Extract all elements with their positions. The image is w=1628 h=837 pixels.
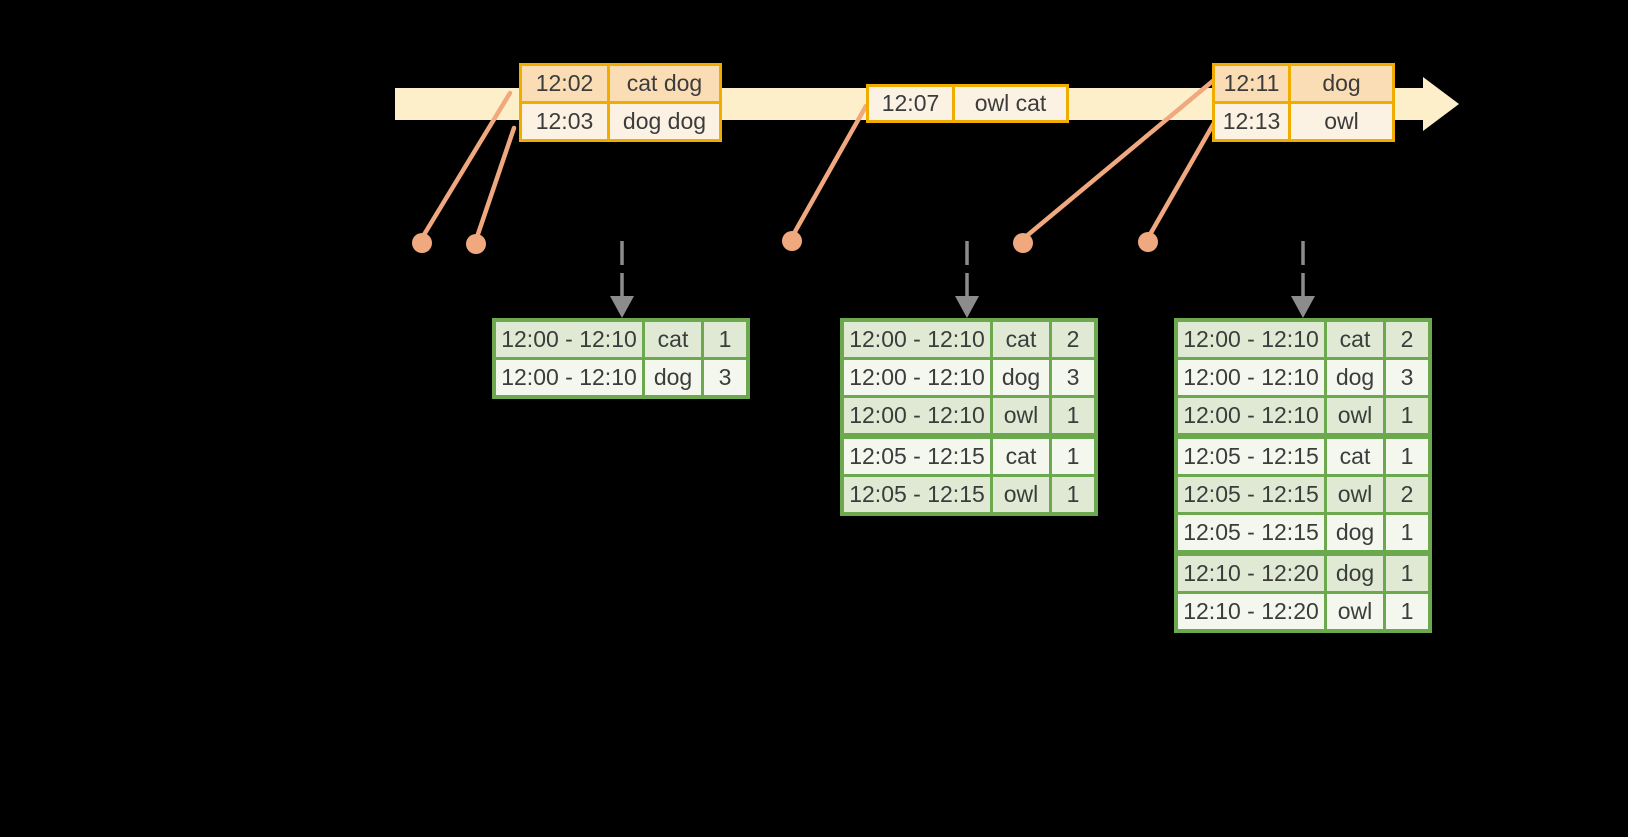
count-cell: 3 [1386,360,1428,395]
event-row: 12:11 dog [1215,66,1392,101]
table-row: 12:00 - 12:10 cat 1 [496,322,746,357]
count-cell: 1 [1052,398,1094,433]
count-cell: 1 [1386,515,1428,550]
trigger-arrowhead-icon [1291,296,1315,318]
event-connector-line [1145,120,1217,241]
table-row: 12:00 - 12:10 dog 3 [1178,360,1428,395]
word-cell: owl [993,477,1049,512]
event-dot [1138,232,1158,252]
count-cell: 1 [704,322,746,357]
event-words-cell: owl cat [955,87,1066,120]
window-cell: 12:00 - 12:10 [1178,398,1324,433]
trigger-arrowhead-icon [955,296,979,318]
word-cell: cat [993,439,1049,474]
table-row: 12:00 - 12:10 owl 1 [1178,398,1428,433]
word-cell: cat [1327,439,1383,474]
result-table-1: 12:00 - 12:10 cat 1 12:00 - 12:10 dog 3 [492,318,750,399]
event-connector-line [473,125,517,243]
table-row: 12:05 - 12:15 cat 1 [844,439,1094,474]
table-row: 12:10 - 12:20 dog 1 [1178,556,1428,591]
event-time-cell: 12:13 [1215,104,1288,139]
event-row: 12:03 dog dog [522,104,719,139]
count-cell: 2 [1052,322,1094,357]
window-cell: 12:00 - 12:10 [496,360,642,395]
window-cell: 12:00 - 12:10 [844,398,990,433]
event-time-cell: 12:02 [522,66,607,101]
window-cell: 12:10 - 12:20 [1178,594,1324,629]
event-time-cell: 12:03 [522,104,607,139]
event-box-3: 12:11 dog 12:13 owl [1212,63,1395,142]
word-cell: cat [1327,322,1383,357]
event-dot [412,233,432,253]
count-cell: 1 [1052,477,1094,512]
table-row: 12:05 - 12:15 dog 1 [1178,515,1428,550]
window-cell: 12:05 - 12:15 [1178,439,1324,474]
table-row: 12:05 - 12:15 owl 1 [844,477,1094,512]
event-row: 12:02 cat dog [522,66,719,101]
word-cell: dog [1327,556,1383,591]
event-row: 12:13 owl [1215,104,1392,139]
event-time-cell: 12:07 [869,87,952,120]
timeline-arrowhead-icon [1423,77,1459,131]
window-cell: 12:05 - 12:15 [1178,515,1324,550]
window-cell: 12:00 - 12:10 [844,322,990,357]
result-table-3: 12:00 - 12:10 cat 2 12:00 - 12:10 dog 3 … [1174,318,1432,633]
word-cell: dog [1327,515,1383,550]
trigger-arrowhead-icon [610,296,634,318]
table-row: 12:05 - 12:15 owl 2 [1178,477,1428,512]
word-cell: owl [1327,398,1383,433]
event-connector-line [419,90,513,241]
count-cell: 1 [1386,398,1428,433]
count-cell: 1 [1386,556,1428,591]
event-time-cell: 12:11 [1215,66,1288,101]
word-cell: owl [993,398,1049,433]
event-box-1: 12:02 cat dog 12:03 dog dog [519,63,722,142]
word-cell: owl [1327,477,1383,512]
count-cell: 2 [1386,322,1428,357]
event-connector-line [1020,77,1217,242]
event-words-cell: dog dog [610,104,719,139]
event-box-2: 12:07 owl cat [866,84,1069,123]
table-row: 12:00 - 12:10 owl 1 [844,398,1094,433]
event-words-cell: cat dog [610,66,719,101]
table-row: 12:10 - 12:20 owl 1 [1178,594,1428,629]
word-cell: cat [993,322,1049,357]
window-cell: 12:10 - 12:20 [1178,556,1324,591]
event-words-cell: dog [1291,66,1392,101]
window-cell: 12:00 - 12:10 [1178,360,1324,395]
word-cell: dog [1327,360,1383,395]
event-row: 12:07 owl cat [869,87,1066,120]
word-cell: dog [645,360,701,395]
count-cell: 1 [1386,439,1428,474]
count-cell: 2 [1386,477,1428,512]
window-cell: 12:05 - 12:15 [844,477,990,512]
count-cell: 1 [1052,439,1094,474]
table-row: 12:00 - 12:10 cat 2 [844,322,1094,357]
event-words-cell: owl [1291,104,1392,139]
count-cell: 1 [1386,594,1428,629]
result-table-2: 12:00 - 12:10 cat 2 12:00 - 12:10 dog 3 … [840,318,1098,516]
window-cell: 12:00 - 12:10 [1178,322,1324,357]
event-connector-line [789,103,869,240]
window-cell: 12:05 - 12:15 [1178,477,1324,512]
word-cell: cat [645,322,701,357]
table-row: 12:00 - 12:10 cat 2 [1178,322,1428,357]
window-cell: 12:00 - 12:10 [496,322,642,357]
window-cell: 12:05 - 12:15 [844,439,990,474]
event-dot [1013,233,1033,253]
table-row: 12:05 - 12:15 cat 1 [1178,439,1428,474]
count-cell: 3 [1052,360,1094,395]
event-dot [782,231,802,251]
window-cell: 12:00 - 12:10 [844,360,990,395]
table-row: 12:00 - 12:10 dog 3 [496,360,746,395]
word-cell: dog [993,360,1049,395]
table-row: 12:00 - 12:10 dog 3 [844,360,1094,395]
event-dot [466,234,486,254]
word-cell: owl [1327,594,1383,629]
count-cell: 3 [704,360,746,395]
